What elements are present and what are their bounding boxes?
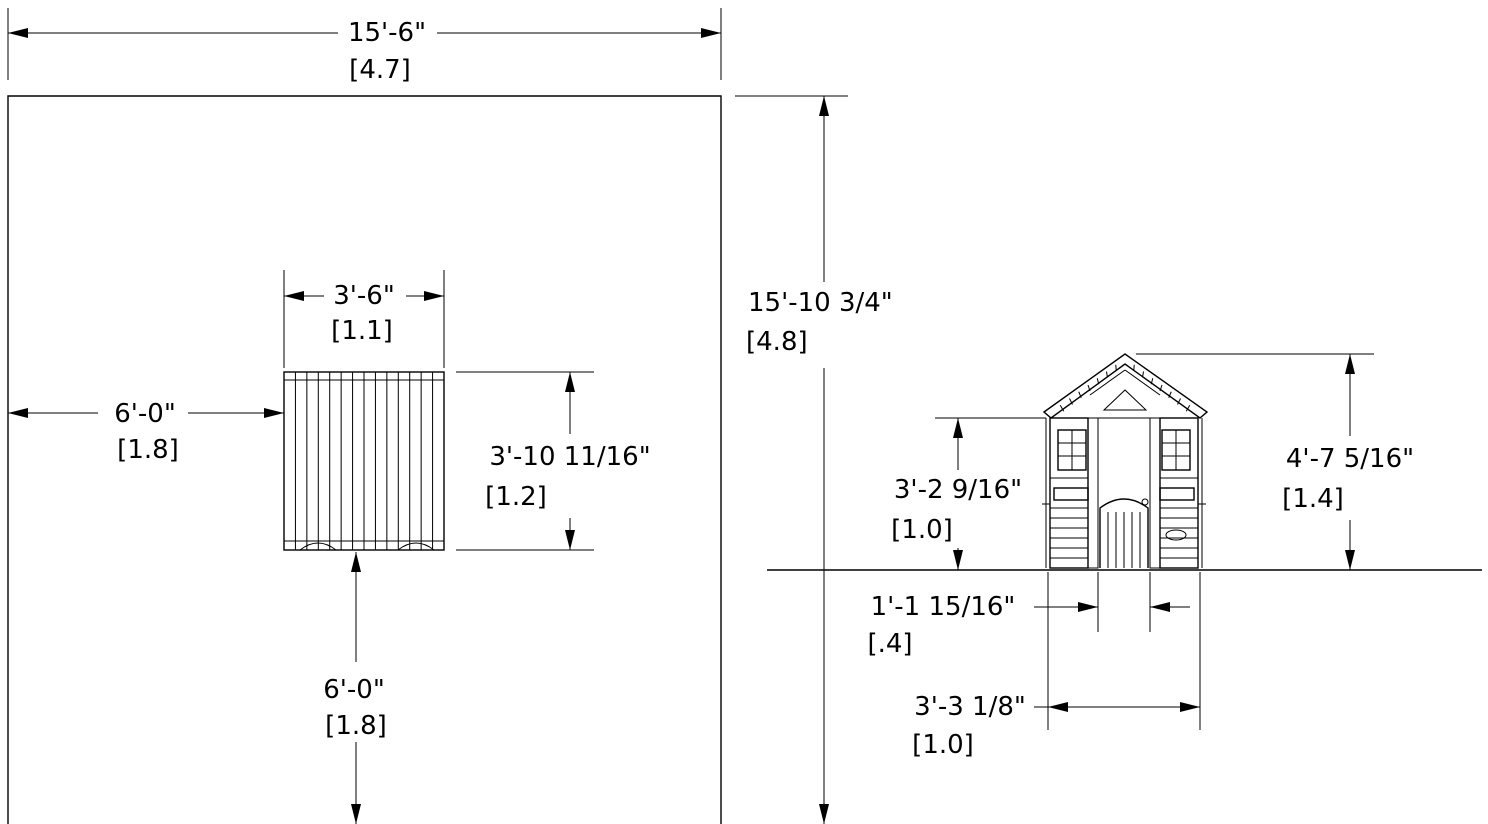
door-width-metric: [.4] [867,629,912,659]
overall-depth-dimension: 15'-10 3/4" [4.8] [735,95,893,824]
base-width-imperial: 3'-3 1/8" [914,692,1026,722]
total-height-imperial: 4'-7 5/16" [1286,444,1414,474]
wall-height-metric: [1.0] [891,515,953,545]
wall-height-imperial: 3'-2 9/16" [894,475,1022,505]
unit-width-imperial: 3'-6" [333,281,395,311]
playhouse-elevation [1042,353,1209,569]
unit-width-dimension: 3'-6" [1.1] [283,270,445,368]
front-clearance-metric: [1.8] [325,711,387,741]
elevation-view: 3'-2 9/16" [1.0] 4'-7 5/16" [1.4] 1'-1 1… [767,353,1482,760]
playhouse-plan [283,371,445,551]
base-width-dimension: 3'-3 1/8" [1.0] [912,572,1201,760]
side-clearance-imperial: 6'-0" [114,399,176,429]
side-clearance-metric: [1.8] [117,435,179,465]
base-width-metric: [1.0] [912,730,974,760]
overall-depth-imperial: 15'-10 3/4" [748,288,893,318]
plan-view: 15'-6" [4.7] 3'-6" [1.1] [7,8,722,824]
side-clearance-dimension: 6'-0" [1.8] [8,399,284,465]
front-clearance-imperial: 6'-0" [323,675,385,705]
door-width-dimension: 1'-1 15/16" [.4] [867,572,1190,659]
unit-depth-dimension: 3'-10 11/16" [1.2] [456,371,651,551]
wall-height-dimension: 3'-2 9/16" [1.0] [891,417,1046,570]
front-clearance-dimension: 6'-0" [1.8] [323,552,387,824]
overall-width-dimension: 15'-6" [4.7] [7,8,722,85]
clearance-zone [7,95,722,824]
unit-depth-metric: [1.2] [485,482,547,512]
overall-depth-metric: [4.8] [746,327,808,357]
total-height-dimension: 4'-7 5/16" [1.4] [1136,353,1414,570]
door-width-imperial: 1'-1 15/16" [871,592,1016,622]
unit-depth-imperial: 3'-10 11/16" [489,442,650,472]
total-height-metric: [1.4] [1282,484,1344,514]
unit-width-metric: [1.1] [331,316,393,346]
overall-width-metric: [4.7] [349,55,411,85]
overall-width-imperial: 15'-6" [348,18,426,48]
